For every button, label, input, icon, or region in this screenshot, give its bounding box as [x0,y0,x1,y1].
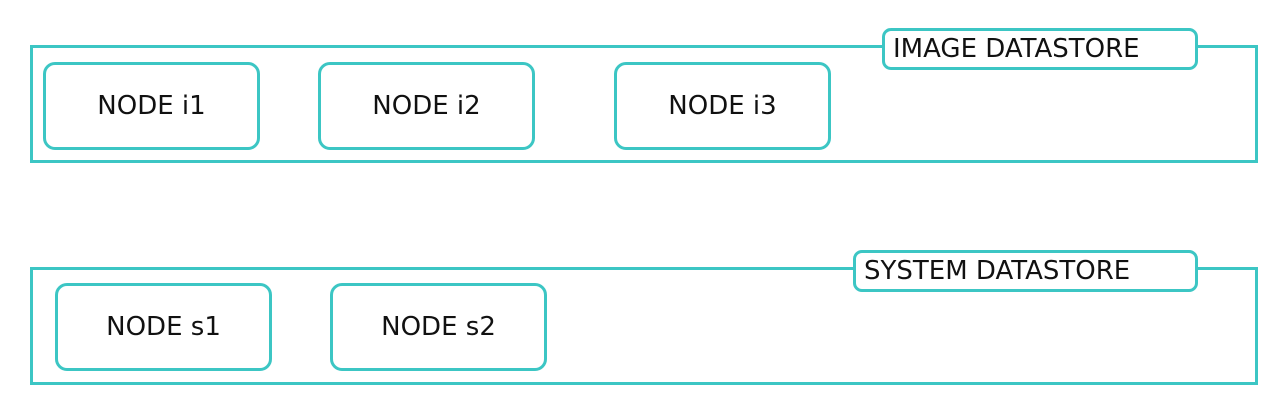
node-i2: NODE i2 [318,62,535,150]
image-datastore-label: IMAGE DATASTORE [882,28,1198,70]
node-i1: NODE i1 [43,62,260,150]
system-datastore: SYSTEM DATASTORE NODE s1 NODE s2 [30,250,1258,385]
node-s1: NODE s1 [55,283,272,371]
image-datastore: IMAGE DATASTORE NODE i1 NODE i2 NODE i3 [30,28,1258,163]
system-datastore-label: SYSTEM DATASTORE [853,250,1198,292]
node-i3: NODE i3 [614,62,831,150]
node-s2: NODE s2 [330,283,547,371]
